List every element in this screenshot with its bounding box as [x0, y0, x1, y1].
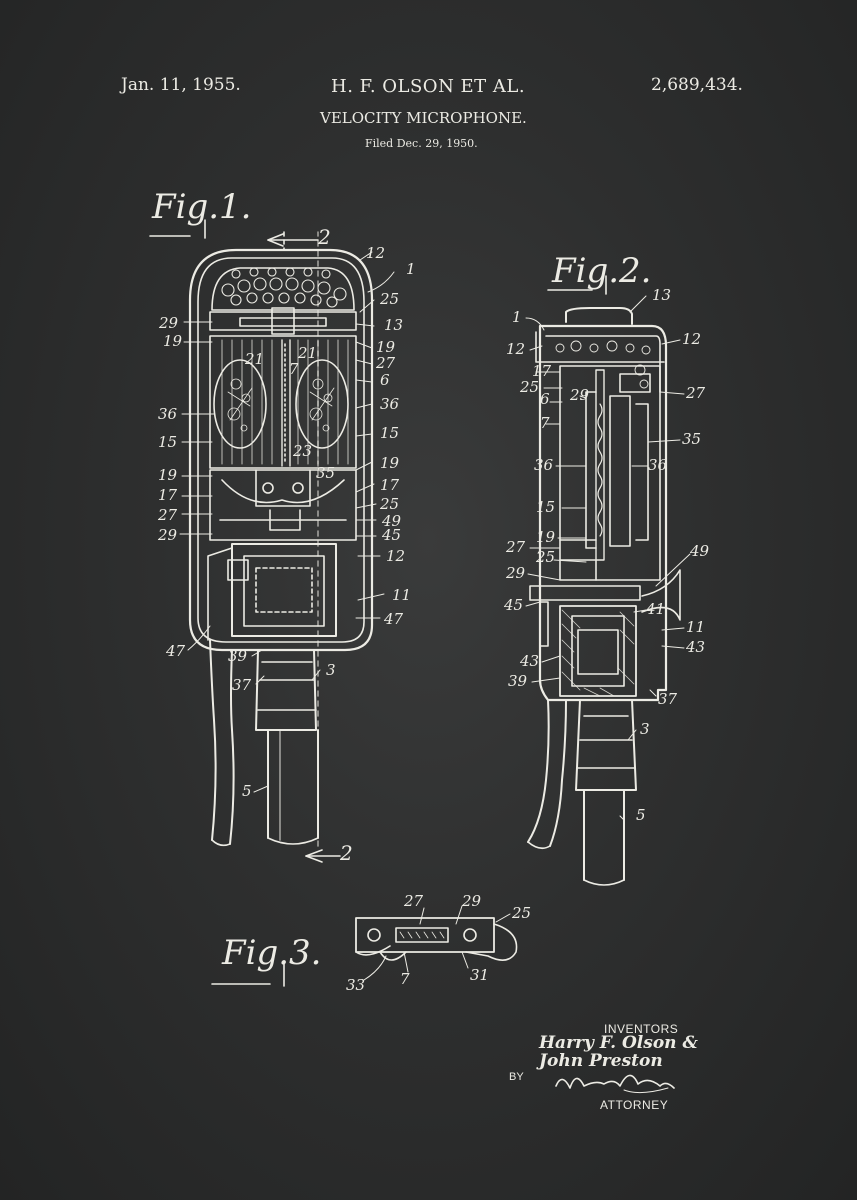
svg-text:45: 45 — [503, 596, 523, 614]
svg-text:39: 39 — [228, 647, 248, 665]
svg-text:35: 35 — [316, 464, 335, 482]
patent-date: Jan. 11, 1955. — [121, 75, 241, 95]
patent-number: 2,689,434. — [651, 75, 743, 95]
svg-text:21: 21 — [297, 344, 317, 362]
by-label: BY — [509, 1071, 524, 1083]
svg-text:7: 7 — [400, 970, 410, 988]
svg-text:27: 27 — [375, 354, 396, 372]
svg-text:27: 27 — [685, 384, 706, 402]
svg-text:27: 27 — [157, 506, 178, 524]
svg-text:29: 29 — [461, 892, 482, 910]
svg-text:29: 29 — [569, 386, 590, 404]
fig2-label: Fig.2. — [551, 251, 651, 291]
figure-1-drawing: Fig.1. 2 2 — [149, 187, 416, 865]
svg-text:7: 7 — [289, 360, 299, 378]
svg-text:37: 37 — [658, 690, 678, 708]
inventor-name-line2: John Preston — [539, 1051, 663, 1071]
fig1-section-mark-bottom: 2 — [339, 841, 353, 865]
svg-text:19: 19 — [163, 332, 183, 350]
svg-text:12: 12 — [386, 547, 405, 565]
svg-text:19: 19 — [536, 528, 556, 546]
svg-text:36: 36 — [158, 405, 178, 423]
svg-text:25: 25 — [511, 904, 531, 922]
svg-text:36: 36 — [648, 456, 668, 474]
svg-text:27: 27 — [403, 892, 424, 910]
svg-text:29: 29 — [505, 564, 526, 582]
svg-text:49: 49 — [381, 512, 402, 530]
svg-text:23: 23 — [292, 442, 312, 460]
svg-text:19: 19 — [376, 338, 396, 356]
svg-text:19: 19 — [158, 466, 178, 484]
svg-text:11: 11 — [392, 586, 411, 604]
svg-text:36: 36 — [380, 395, 400, 413]
inventor-heading: H. F. OLSON ET AL. — [331, 76, 526, 97]
svg-text:43: 43 — [685, 638, 705, 656]
svg-text:33: 33 — [346, 976, 365, 994]
svg-text:7: 7 — [540, 414, 550, 432]
svg-text:25: 25 — [379, 495, 399, 513]
svg-text:15: 15 — [158, 433, 177, 451]
svg-text:1: 1 — [512, 308, 522, 326]
svg-text:25: 25 — [519, 378, 539, 396]
attorney-label: ATTORNEY — [600, 1098, 669, 1112]
svg-text:6: 6 — [540, 390, 550, 408]
svg-text:12: 12 — [366, 244, 385, 262]
inventor-name-line1: Harry F. Olson & — [539, 1033, 698, 1053]
svg-text:25: 25 — [379, 290, 399, 308]
svg-text:29: 29 — [157, 526, 178, 544]
svg-text:19: 19 — [380, 454, 400, 472]
attorney-signature — [555, 1074, 675, 1089]
svg-text:13: 13 — [384, 316, 403, 334]
svg-text:45: 45 — [381, 526, 401, 544]
svg-text:35: 35 — [682, 430, 701, 448]
svg-text:36: 36 — [534, 456, 554, 474]
svg-text:3: 3 — [326, 661, 336, 679]
fig1-section-mark-top: 2 — [317, 225, 331, 249]
figure-3-drawing: Fig.3. 27 29 25 33 7 31 — [211, 892, 531, 994]
fig3-label: Fig.3. — [221, 933, 321, 973]
svg-text:17: 17 — [158, 486, 178, 504]
svg-text:17: 17 — [380, 476, 400, 494]
svg-text:39: 39 — [508, 672, 528, 690]
svg-text:12: 12 — [506, 340, 525, 358]
patent-title: VELOCITY MICROPHONE. — [320, 109, 527, 127]
svg-text:27: 27 — [505, 538, 526, 556]
svg-text:37: 37 — [232, 676, 252, 694]
inventors-label: INVENTORS — [604, 1022, 679, 1036]
svg-text:47: 47 — [165, 642, 186, 660]
svg-text:21: 21 — [244, 350, 264, 368]
svg-text:12: 12 — [682, 330, 701, 348]
svg-text:47: 47 — [383, 610, 404, 628]
svg-text:31: 31 — [470, 966, 489, 984]
svg-text:15: 15 — [536, 498, 555, 516]
fig1-label: Fig.1. — [151, 187, 251, 227]
svg-text:13: 13 — [652, 286, 671, 304]
svg-text:29: 29 — [158, 314, 179, 332]
svg-text:3: 3 — [640, 720, 650, 738]
svg-text:6: 6 — [380, 371, 390, 389]
svg-text:5: 5 — [242, 782, 252, 800]
svg-text:15: 15 — [380, 424, 399, 442]
svg-text:1: 1 — [406, 260, 416, 278]
fig3-reference-numerals: 27 29 25 33 7 31 — [346, 892, 531, 994]
svg-text:5: 5 — [636, 806, 646, 824]
svg-text:49: 49 — [689, 542, 710, 560]
figure-2-drawing: Fig.2. — [503, 251, 710, 886]
svg-text:41: 41 — [645, 600, 665, 618]
filed-date: Filed Dec. 29, 1950. — [365, 137, 478, 150]
svg-text:43: 43 — [519, 652, 539, 670]
svg-text:17: 17 — [532, 362, 552, 380]
svg-text:25: 25 — [535, 548, 555, 566]
svg-text:11: 11 — [686, 618, 705, 636]
